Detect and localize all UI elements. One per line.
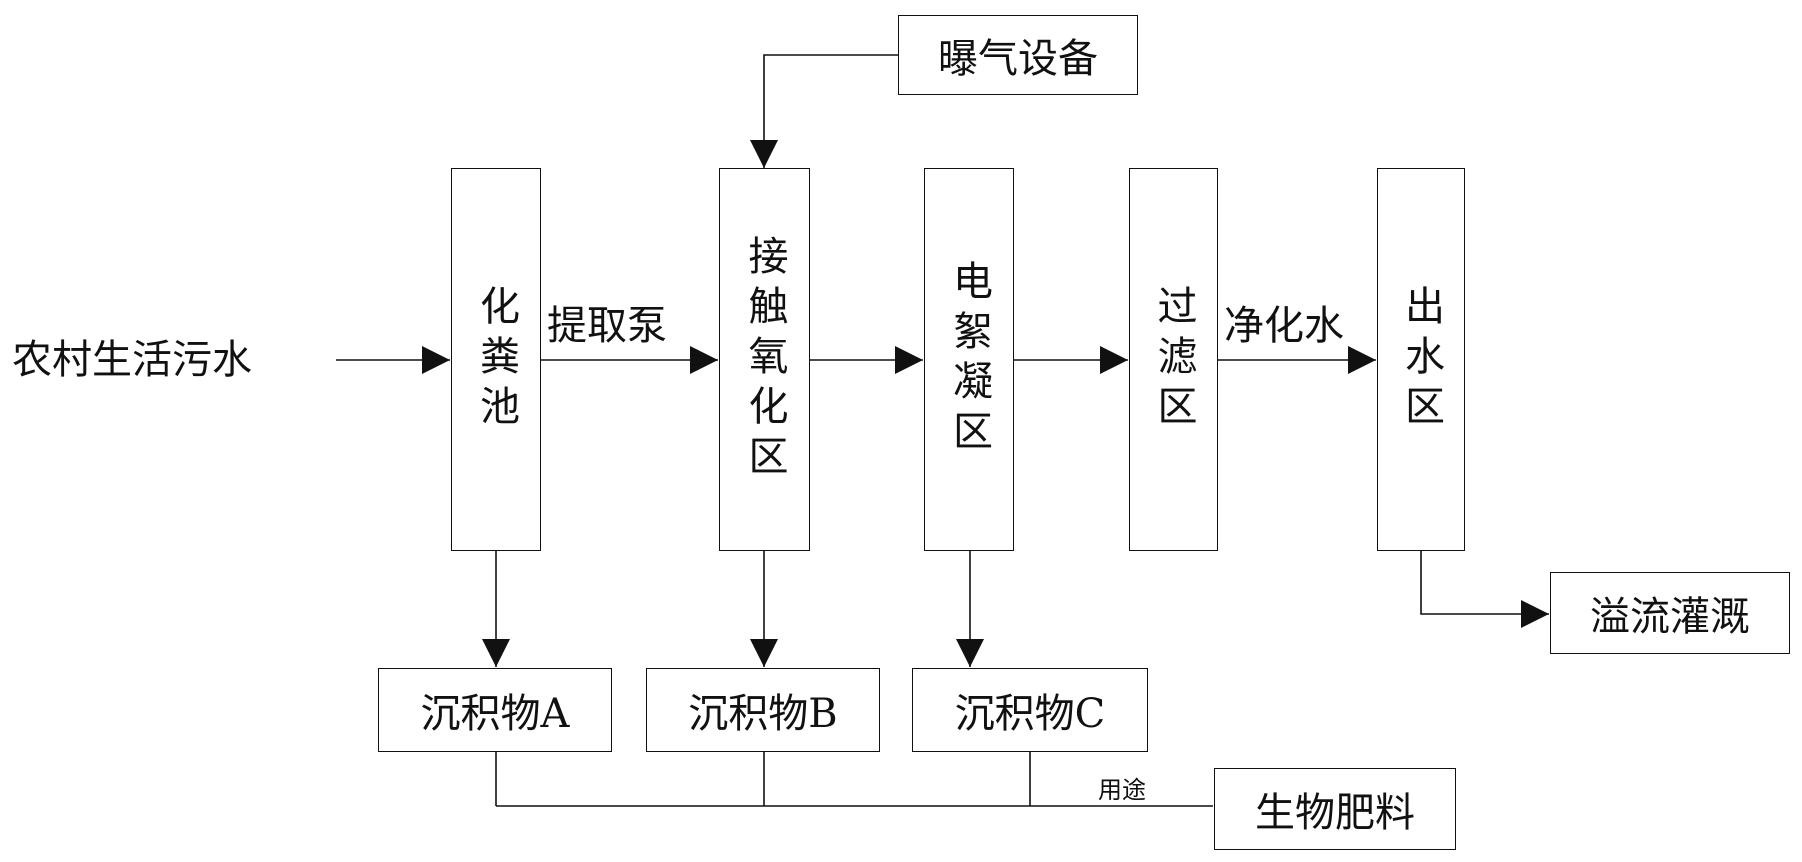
septic-tank-box: 化粪池 bbox=[451, 168, 541, 551]
aeration-equipment-box: 曝气设备 bbox=[898, 15, 1138, 95]
arrow-outlet-to-irrigation bbox=[1420, 551, 1549, 628]
contact-oxidation-zone-box: 接触氧化区 bbox=[719, 168, 810, 551]
sediment-c-box: 沉积物C bbox=[912, 668, 1148, 752]
sediment-a-box: 沉积物A bbox=[378, 668, 612, 752]
filtration-zone-box: 过滤区 bbox=[1129, 168, 1218, 551]
sediment-b-box: 沉积物B bbox=[646, 668, 880, 752]
extraction-pump-label: 提取泵 bbox=[547, 303, 667, 349]
electroflocculation-zone-box: 电絮凝区 bbox=[924, 168, 1014, 551]
outlet-zone-box: 出水区 bbox=[1377, 168, 1465, 551]
bio-fertilizer-box: 生物肥料 bbox=[1214, 768, 1456, 850]
rural-sewage-label: 农村生活污水 bbox=[12, 337, 252, 383]
purified-water-label: 净化水 bbox=[1224, 303, 1344, 349]
overflow-irrigation-box: 溢流灌溉 bbox=[1550, 572, 1790, 654]
arrow-aeration-to-contact bbox=[750, 54, 898, 168]
usage-label: 用途 bbox=[1098, 776, 1146, 804]
